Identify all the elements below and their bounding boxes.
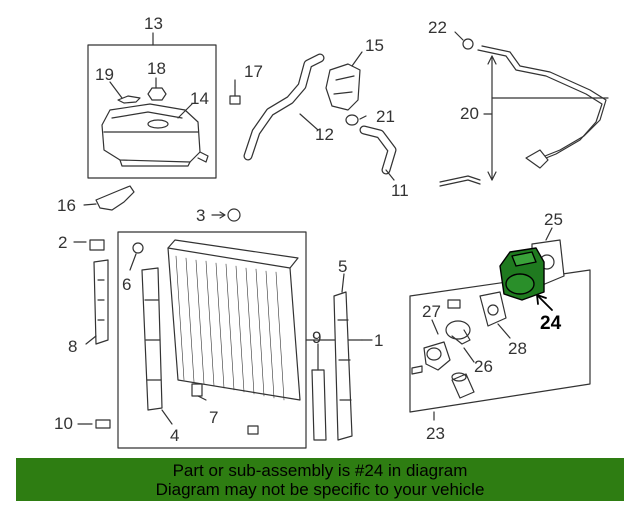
bolt-17 [229, 85, 241, 105]
nut-3 [227, 208, 241, 222]
callout-11: 11 [391, 181, 409, 200]
callout-26: 26 [474, 357, 493, 376]
highlighted-part-24 [499, 247, 545, 301]
callout-labels: 13 18 19 14 16 17 15 12 21 11 22 20 3 2 … [54, 14, 563, 445]
callout-5: 5 [338, 257, 347, 276]
callout-9: 9 [312, 328, 321, 347]
bolt-27 [447, 299, 461, 309]
callout-4: 4 [170, 426, 179, 445]
drain-plug-6 [132, 242, 144, 254]
reservoir-cap [147, 87, 167, 101]
grommet-2 [89, 239, 105, 251]
callout-25: 25 [544, 210, 563, 229]
hose-clamp-21 [345, 114, 359, 126]
gasket-28 [479, 291, 507, 327]
side-panel-9 [311, 369, 327, 441]
reservoir-bracket [95, 185, 135, 211]
air-deflector-8 [93, 259, 109, 345]
callout-23: 23 [426, 424, 445, 443]
notice-line-part: Part or sub-assembly is #24 in diagram [172, 461, 468, 480]
callout-20: 20 [460, 104, 479, 123]
callout-1: 1 [374, 331, 383, 350]
bushing-7 [191, 383, 203, 397]
callout-6: 6 [122, 275, 131, 294]
callout-21: 21 [376, 107, 395, 126]
callout-24: 24 [540, 313, 562, 334]
side-member-5 [333, 291, 353, 441]
notice-banner: Part or sub-assembly is #24 in diagram D… [16, 458, 624, 501]
callout-17: 17 [244, 62, 263, 81]
callout-12: 12 [315, 125, 334, 144]
thermostat-26 [445, 320, 471, 345]
callout-18: 18 [147, 59, 166, 78]
bypass-hose [451, 372, 475, 399]
callout-7: 7 [209, 408, 218, 427]
callout-3: 3 [196, 206, 205, 225]
callout-2: 2 [58, 233, 67, 252]
lower-radiator-hose [359, 125, 397, 175]
callout-14: 14 [190, 89, 209, 108]
callout-16: 16 [57, 196, 76, 215]
radiator-side-tank [141, 267, 163, 411]
bracket-15 [325, 63, 361, 111]
callout-8: 8 [68, 337, 77, 356]
parts-diagram: 13 18 19 14 16 17 15 12 21 11 22 20 3 2 … [54, 14, 609, 449]
upper-radiator-hose [243, 53, 325, 161]
water-inlet [423, 341, 451, 371]
bolt-10 [95, 419, 111, 429]
callout-22: 22 [428, 18, 447, 37]
bypass-pipe-assembly [439, 45, 607, 187]
callout-10: 10 [54, 414, 73, 433]
callout-19: 19 [95, 65, 114, 84]
clip-22 [462, 38, 474, 50]
callout-13: 13 [144, 14, 163, 33]
callout-27: 27 [422, 302, 441, 321]
reservoir-tank [101, 103, 209, 167]
callout-15: 15 [365, 36, 384, 55]
hose-clip [117, 95, 141, 104]
screw [411, 365, 423, 375]
notice-line-disclaimer: Diagram may not be specific to your vehi… [155, 480, 485, 499]
thermostat-group-box [409, 269, 591, 413]
radiator-core [167, 239, 301, 401]
callout-28: 28 [508, 339, 527, 358]
